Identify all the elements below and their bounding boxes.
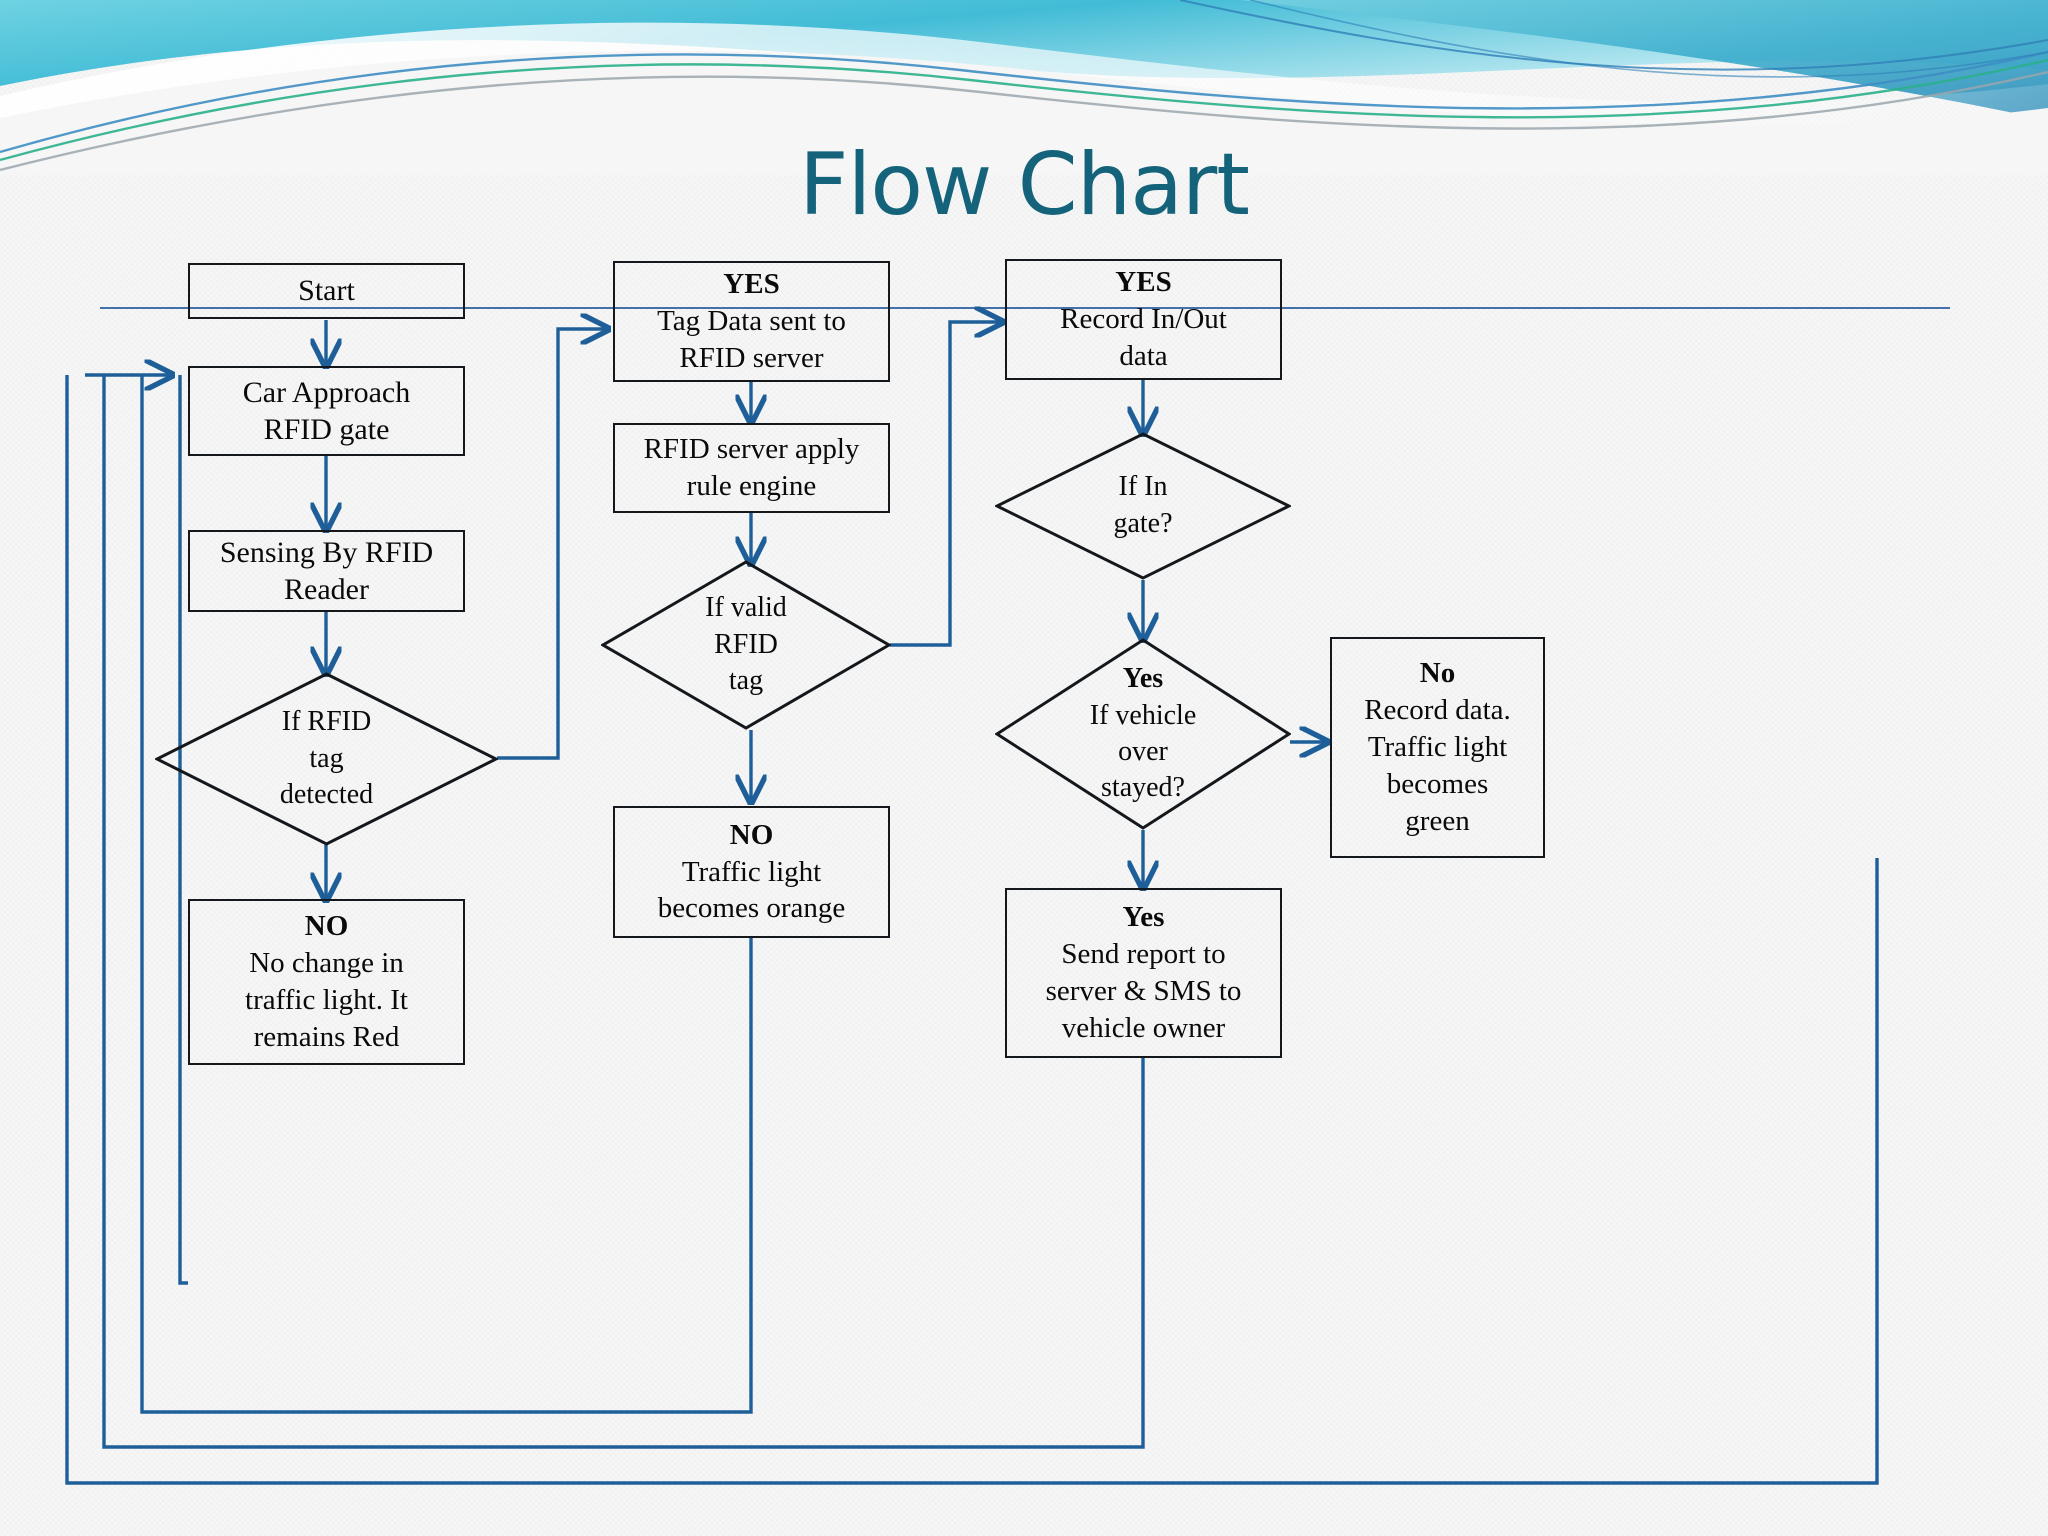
page-title: Flow Chart <box>799 135 1250 235</box>
node-sensing-line2: Reader <box>284 573 369 606</box>
node-light-green-text: No Record data. Traffic light becomes gr… <box>1332 655 1543 841</box>
node-rule-engine-line2: rule engine <box>686 470 817 502</box>
node-send-report[interactable]: Yes Send report to server & SMS to vehic… <box>1005 888 1282 1058</box>
node-tag-data-sent-line1: Tag Data sent to <box>657 305 846 338</box>
node-no-change[interactable]: NO No change in traffic light. It remain… <box>188 899 465 1065</box>
diamond-shape <box>601 560 891 730</box>
node-record-inout-line2: data <box>1119 339 1168 372</box>
node-send-report-line2: server & SMS to <box>1045 975 1242 1007</box>
node-rule-engine-line1: RFID server apply <box>643 433 860 466</box>
node-light-orange-line1: Traffic light <box>681 855 822 888</box>
node-sensing[interactable]: Sensing By RFID Reader <box>188 530 465 612</box>
node-if-overstay-line3: stayed? <box>1101 772 1185 804</box>
node-light-orange[interactable]: NO Traffic light becomes orange <box>613 806 890 938</box>
diamond-shape <box>155 672 498 846</box>
node-if-vehicle-overstayed[interactable]: Yes If vehicle over stayed? <box>995 638 1291 830</box>
edge-if-rfid-yes-to-tag-data <box>497 329 606 760</box>
node-no-change-line1: No change in <box>249 947 404 980</box>
node-send-report-line1: Send report to <box>1061 938 1226 971</box>
node-car-approach-line1: Car Approach <box>242 375 411 409</box>
node-light-green-line4: green <box>1405 805 1470 838</box>
slide-header-banner <box>0 0 2048 175</box>
node-light-orange-line2: becomes orange <box>657 892 846 925</box>
node-if-overstay-line1: If vehicle <box>1089 699 1197 731</box>
node-no-change-lead: NO <box>304 910 349 943</box>
node-start-text: Start <box>190 274 463 308</box>
node-sensing-line1: Sensing By RFID <box>219 535 434 569</box>
node-sensing-text: Sensing By RFID Reader <box>190 534 463 608</box>
node-if-overstay-lead: Yes <box>1122 663 1164 695</box>
node-start[interactable]: Start <box>188 263 465 319</box>
node-light-green-line3: becomes <box>1386 768 1489 801</box>
title-divider <box>100 307 1950 309</box>
node-rule-engine-text: RFID server apply rule engine <box>615 431 888 505</box>
node-light-green[interactable]: No Record data. Traffic light becomes gr… <box>1330 637 1545 858</box>
node-send-report-lead: Yes <box>1122 901 1165 934</box>
node-record-inout-text: YES Record In/Out data <box>1007 264 1280 374</box>
node-car-approach-text: Car Approach RFID gate <box>190 374 463 448</box>
node-if-valid-rfid-tag-text: If valid RFID tag <box>601 560 891 730</box>
node-if-valid-line2: RFID <box>714 628 778 660</box>
node-no-change-text: NO No change in traffic light. It remain… <box>190 908 463 1055</box>
node-car-approach-line2: RFID gate <box>263 413 390 446</box>
node-tag-data-sent-lead: YES <box>723 268 780 301</box>
node-if-rfid-tag-line3: detected <box>279 779 374 811</box>
node-light-orange-text: NO Traffic light becomes orange <box>615 817 888 927</box>
node-tag-data-sent[interactable]: YES Tag Data sent to RFID server <box>613 261 890 382</box>
node-light-orange-lead: NO <box>729 818 774 851</box>
node-light-green-lead: No <box>1419 656 1456 689</box>
node-no-change-line2: traffic light. It <box>245 984 408 1016</box>
node-if-valid-rfid-tag[interactable]: If valid RFID tag <box>601 560 891 730</box>
node-light-green-line1: Record data. <box>1364 693 1511 726</box>
node-if-rfid-tag[interactable]: If RFID tag detected <box>155 672 498 846</box>
node-if-in-gate-line2: gate? <box>1113 508 1173 539</box>
node-record-inout-line1: Record In/Out <box>1060 303 1227 336</box>
node-if-rfid-tag-line2: tag <box>309 742 344 774</box>
node-if-rfid-tag-text: If RFID tag detected <box>155 672 498 846</box>
node-if-vehicle-overstayed-text: Yes If vehicle over stayed? <box>995 638 1291 830</box>
node-tag-data-sent-text: YES Tag Data sent to RFID server <box>615 266 888 376</box>
diamond-shape <box>995 432 1291 580</box>
node-if-valid-line1: If valid <box>705 592 787 624</box>
banner-swoosh-graphic <box>0 0 2048 175</box>
node-car-approach[interactable]: Car Approach RFID gate <box>188 366 465 456</box>
node-if-rfid-tag-line1: If RFID <box>281 706 372 738</box>
node-record-inout-lead: YES <box>1115 266 1172 299</box>
node-send-report-text: Yes Send report to server & SMS to vehic… <box>1007 899 1280 1046</box>
edge-if-valid-yes-to-record-inout <box>890 322 1000 647</box>
diamond-shape <box>995 638 1291 830</box>
node-send-report-line3: vehicle owner <box>1061 1011 1226 1044</box>
node-rule-engine[interactable]: RFID server apply rule engine <box>613 423 890 513</box>
node-tag-data-sent-line2: RFID server <box>679 341 824 374</box>
node-if-in-gate[interactable]: If In gate? <box>995 432 1291 580</box>
node-if-in-gate-line1: If In <box>1118 471 1168 503</box>
node-if-valid-line3: tag <box>728 665 764 697</box>
node-no-change-line3: remains Red <box>253 1020 400 1053</box>
node-light-green-line2: Traffic light <box>1367 730 1508 763</box>
node-if-overstay-line2: over <box>1118 736 1168 767</box>
node-if-in-gate-text: If In gate? <box>995 432 1291 580</box>
node-record-inout[interactable]: YES Record In/Out data <box>1005 259 1282 380</box>
node-start-line1: Start <box>298 274 355 307</box>
